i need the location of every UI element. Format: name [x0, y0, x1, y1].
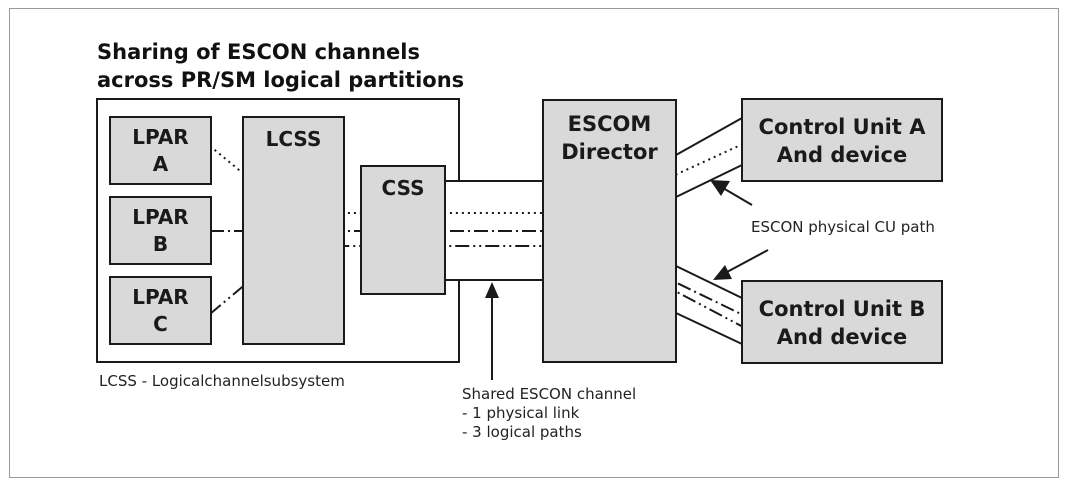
cu-path-label: ESCON physical CU path	[751, 218, 935, 236]
director-box	[542, 99, 677, 363]
control-unit-b-line1: Control Unit B	[758, 297, 926, 321]
control-unit-a-label: Control Unit A And device	[742, 113, 942, 169]
shared-channel-line1: Shared ESCON channel	[462, 385, 637, 403]
lpar-a-line1: LPAR	[132, 125, 189, 149]
lcss-legend: LCSS - Logicalchannelsubsystem	[99, 372, 345, 390]
cu-a-link-bottom	[675, 164, 743, 198]
diagram-title: Sharing of ESCON channels across PR/SM l…	[97, 38, 464, 94]
director-line2: Director	[561, 140, 658, 164]
cu-path-arrow-upper	[710, 180, 753, 206]
lpar-a-line2: A	[152, 152, 169, 176]
shared-channel-arrow	[485, 282, 499, 380]
lpar-c-line1: LPAR	[132, 285, 189, 309]
lpar-b-label: LPAR B	[110, 204, 211, 258]
shared-channel-line3: - 3 logical paths	[462, 423, 582, 441]
lcss-box	[242, 116, 345, 345]
control-unit-b-label: Control Unit B And device	[742, 295, 942, 351]
control-unit-b-line2: And device	[776, 325, 908, 349]
lpar-c-label: LPAR C	[110, 284, 211, 338]
cu-path-arrow-lower	[713, 249, 769, 280]
control-unit-a-line2: And device	[776, 143, 908, 167]
cu-b-link-bottom	[675, 312, 743, 345]
css-box	[360, 165, 446, 295]
title-line-2: across PR/SM logical partitions	[97, 68, 465, 92]
lpar-b-box	[109, 196, 212, 265]
lpar-c-box	[109, 276, 212, 345]
control-unit-a-line1: Control Unit A	[758, 115, 926, 139]
director-label: ESCOM Director	[543, 110, 676, 166]
director-line1: ESCOM	[567, 112, 652, 136]
shared-channel-line2: - 1 physical link	[462, 404, 580, 422]
control-unit-b-box	[741, 280, 943, 364]
lpar-b-line1: LPAR	[132, 205, 189, 229]
lpar-a-label: LPAR A	[110, 124, 211, 178]
cu-b-link-top	[675, 265, 743, 299]
lcss-label: LCSS	[265, 127, 322, 151]
title-line-1: Sharing of ESCON channels	[97, 40, 420, 64]
lpar-b-line2: B	[152, 232, 169, 256]
cu-a-link-top	[675, 117, 743, 156]
lpar-c-line2: C	[153, 312, 168, 336]
control-unit-a-box	[741, 98, 943, 182]
figure-frame	[9, 8, 1059, 478]
css-label: CSS	[381, 176, 425, 200]
lpar-a-box	[109, 116, 212, 185]
shared-channel-label: Shared ESCON channel - 1 physical link -…	[462, 385, 636, 442]
